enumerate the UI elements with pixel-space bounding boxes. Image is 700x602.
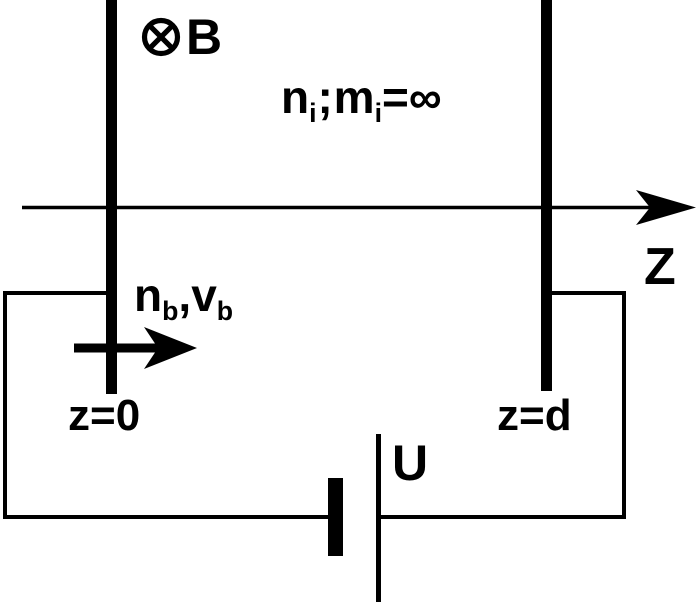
circle-cross-icon bbox=[141, 17, 181, 57]
beam-velocity-symbol: v bbox=[191, 269, 217, 321]
ion-mass-symbol: m bbox=[333, 71, 375, 123]
beam-density-subscript: b bbox=[162, 295, 179, 326]
wire-bottom-left bbox=[3, 515, 338, 519]
z-axis-label: Z bbox=[644, 238, 676, 296]
beam-density-symbol: n bbox=[134, 269, 163, 321]
ion-parameters-label: ni;mi=∞ bbox=[281, 71, 442, 126]
magnetic-field-label: B bbox=[186, 12, 222, 62]
beam-comma: , bbox=[178, 269, 192, 321]
ion-mass-value: ∞ bbox=[408, 71, 442, 123]
voltage-label: U bbox=[392, 435, 429, 491]
beam-parameters-label: nb,vb bbox=[134, 269, 233, 324]
wire-bottom-right bbox=[376, 515, 626, 519]
right-electrode-bar bbox=[541, 0, 552, 391]
ion-mass-subscript: i bbox=[374, 97, 382, 128]
wire-left-vertical bbox=[3, 291, 7, 519]
ion-density-symbol: n bbox=[281, 71, 310, 123]
wire-top-left bbox=[3, 291, 109, 295]
battery-short-thick-plate bbox=[328, 478, 343, 556]
left-electrode-position-label: z=0 bbox=[68, 391, 141, 440]
z-axis-arrow bbox=[22, 190, 696, 225]
left-electrode-bar bbox=[106, 0, 117, 394]
magnetic-field-letter: B bbox=[186, 9, 223, 65]
wire-top-right bbox=[548, 291, 626, 295]
beam-arrow bbox=[74, 327, 197, 369]
ion-separator: ; bbox=[317, 71, 333, 123]
wire-right-vertical bbox=[622, 291, 626, 519]
right-electrode-position-label: z=d bbox=[497, 391, 572, 440]
battery-long-thin-plate bbox=[376, 434, 381, 602]
ion-density-subscript: i bbox=[309, 97, 317, 128]
ion-equals-sign: = bbox=[382, 71, 409, 123]
beam-velocity-subscript: b bbox=[216, 295, 234, 326]
